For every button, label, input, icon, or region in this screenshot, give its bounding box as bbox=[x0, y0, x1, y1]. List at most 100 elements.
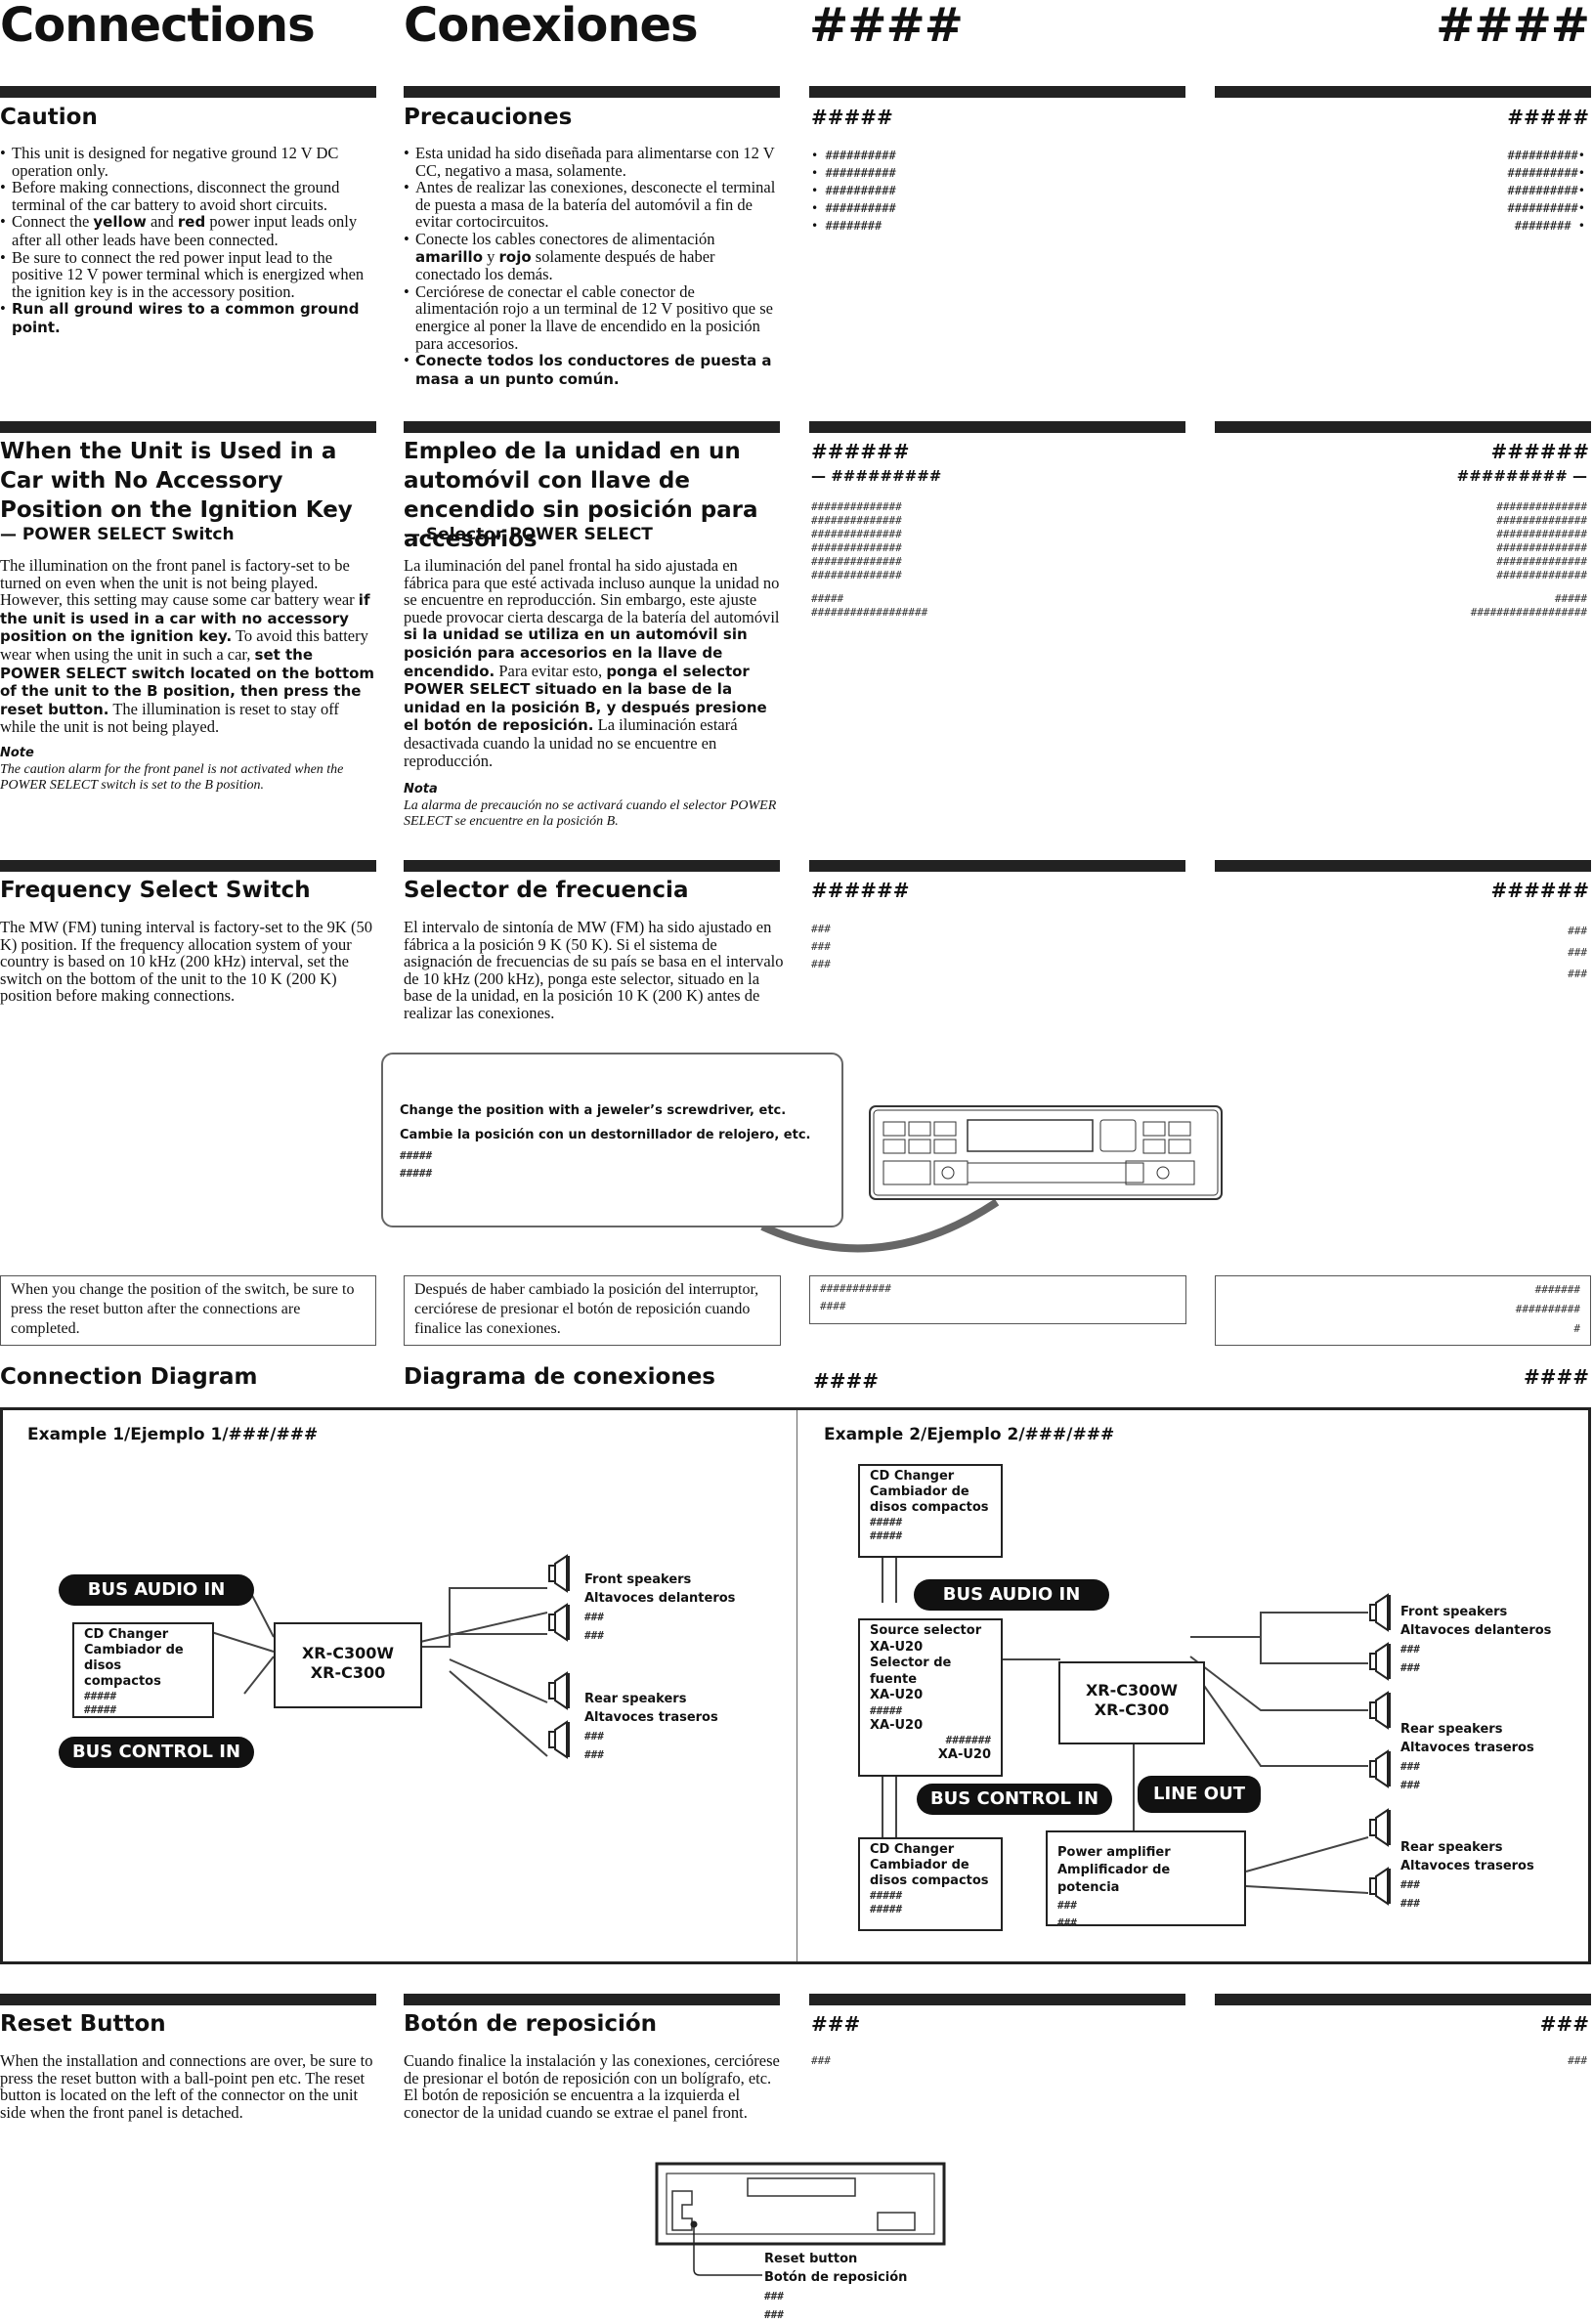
power-body-es: La iluminación del panel frontal ha sido… bbox=[404, 556, 780, 770]
freq-body-es: El intervalo de sintonía de MW (FM) ha s… bbox=[404, 918, 784, 1022]
section-bar bbox=[404, 86, 780, 98]
power-note-es: La alarma de precaución no se activará c… bbox=[404, 798, 777, 829]
caution-item: Cerciórese de conectar el cable conector… bbox=[404, 282, 780, 352]
power-note-en: The caution alarm for the front panel is… bbox=[0, 762, 344, 793]
reset-title-c4: ### bbox=[1539, 2012, 1589, 2036]
section-bar bbox=[1215, 860, 1591, 872]
diagram-title-c4: #### bbox=[1523, 1365, 1589, 1389]
bus-control-in-label: BUS CONTROL IN bbox=[917, 1784, 1112, 1815]
title-c3: #### bbox=[809, 0, 964, 53]
reset-reminder-c4: ################## bbox=[1215, 1275, 1591, 1346]
caution-item: Antes de realizar las conexiones, descon… bbox=[404, 179, 780, 231]
caution-title-c4: ##### bbox=[1507, 106, 1589, 129]
caution-item: Be sure to connect the red power input l… bbox=[0, 248, 376, 301]
reset-body-c4: ### bbox=[1568, 2054, 1587, 2067]
callout-text: Change the position with a jeweler’s scr… bbox=[400, 1103, 811, 1180]
power-title-c4: ###### bbox=[1490, 440, 1589, 463]
caution-title-en: Caution bbox=[0, 105, 98, 130]
reset-title-c3: ### bbox=[811, 2012, 861, 2036]
freq-title-c3: ###### bbox=[811, 879, 910, 902]
speaker-icon bbox=[1369, 1593, 1391, 1906]
power-sub-c3: — ######### bbox=[811, 467, 942, 485]
caution-item: Conecte los cables conectores de aliment… bbox=[404, 231, 780, 283]
frequency-switch-illustration bbox=[760, 1105, 1223, 1253]
freq-title-c4: ###### bbox=[1490, 879, 1589, 902]
section-bar bbox=[1215, 86, 1591, 98]
title-en: Connections bbox=[0, 0, 316, 53]
wiring-lines bbox=[97, 1476, 1369, 1894]
caution-item: Conecte todos los conductores de puesta … bbox=[404, 352, 780, 388]
section-bar bbox=[0, 86, 376, 98]
section-bar bbox=[809, 86, 1185, 98]
section-bar bbox=[809, 1994, 1185, 2005]
note-label: Note bbox=[0, 746, 34, 760]
section-bar bbox=[809, 860, 1185, 872]
caution-item: Run all ground wires to a common ground … bbox=[0, 300, 376, 336]
caution-item: Esta unidad ha sido diseñada para alimen… bbox=[404, 145, 780, 179]
connection-diagram-frame bbox=[0, 1407, 1591, 1964]
example-1-title: Example 1/Ejemplo 1/###/### bbox=[27, 1425, 319, 1444]
caution-list-en: This unit is designed for negative groun… bbox=[0, 145, 376, 337]
reset-button-illustration bbox=[655, 2162, 946, 2276]
section-bar bbox=[404, 1994, 780, 2005]
power-sub-en: — POWER SELECT Switch bbox=[0, 525, 235, 544]
freq-title-en: Frequency Select Switch bbox=[0, 878, 311, 903]
caution-item: Connect the yellow and red power input l… bbox=[0, 213, 376, 248]
diagram-title-es: Diagrama de conexiones bbox=[404, 1364, 715, 1390]
power-title-es: Empleo de la unidad en un automóvil con … bbox=[404, 439, 758, 552]
reset-reminder-en: When you change the position of the swit… bbox=[0, 1275, 376, 1346]
reset-body-en: When the installation and connections ar… bbox=[0, 2051, 373, 2122]
power-body-c3: ########################################… bbox=[811, 500, 928, 619]
reset-body-c3: ### bbox=[811, 2054, 831, 2067]
power-title-c3: ###### bbox=[811, 440, 910, 463]
caution-item: Before making connections, disconnect th… bbox=[0, 179, 376, 213]
example-2-title: Example 2/Ejemplo 2/###/### bbox=[824, 1425, 1115, 1444]
section-bar bbox=[0, 1994, 376, 2005]
section-bar bbox=[0, 860, 376, 872]
reset-body-es: Cuando finalice la instalación y las con… bbox=[404, 2051, 780, 2122]
power-body-c4: ########################################… bbox=[1470, 500, 1587, 619]
power-title-en: When the Unit is Used in a Car with No A… bbox=[0, 439, 353, 523]
section-bar bbox=[0, 421, 376, 433]
note-label: Nota bbox=[404, 782, 438, 796]
reset-title-es: Botón de reposición bbox=[404, 2011, 658, 2037]
caution-list-c3: • ########## • ########## • ########## •… bbox=[811, 149, 896, 233]
section-bar bbox=[404, 860, 780, 872]
bus-audio-in-label: BUS AUDIO IN bbox=[914, 1579, 1109, 1611]
reset-reminder-es: Después de haber cambiado la posición de… bbox=[404, 1275, 781, 1346]
callout-box bbox=[381, 1053, 843, 1227]
title-es: Conexiones bbox=[404, 0, 699, 53]
caution-item: This unit is designed for negative groun… bbox=[0, 145, 376, 179]
reset-reminder-c3: ############### bbox=[809, 1275, 1186, 1324]
diagram-divider bbox=[796, 1410, 797, 1961]
freq-body-en: The MW (FM) tuning interval is factory-s… bbox=[0, 918, 372, 1006]
section-bar bbox=[404, 421, 780, 433]
power-sub-c4: ######### — bbox=[1456, 467, 1587, 485]
caution-list-es: Esta unidad ha sido diseñada para alimen… bbox=[404, 145, 780, 388]
freq-title-es: Selector de frecuencia bbox=[404, 878, 689, 903]
caution-list-c4: ##########• ##########• ##########• ####… bbox=[1507, 149, 1585, 233]
diagram-title-c3: #### bbox=[813, 1369, 880, 1393]
freq-body-c4: ######### bbox=[1568, 925, 1587, 980]
power-sub-es: — Selector POWER SELECT bbox=[404, 525, 653, 544]
bus-control-in-label: BUS CONTROL IN bbox=[59, 1737, 254, 1768]
caution-title-es: Precauciones bbox=[404, 105, 573, 130]
bus-audio-in-label: BUS AUDIO IN bbox=[59, 1574, 254, 1606]
diagram-title-en: Connection Diagram bbox=[0, 1364, 258, 1390]
power-body-en: The illumination on the front panel is f… bbox=[0, 556, 375, 737]
section-bar bbox=[1215, 1994, 1591, 2005]
freq-body-c3: ######### bbox=[811, 923, 831, 970]
caution-title-c3: ##### bbox=[811, 106, 893, 129]
